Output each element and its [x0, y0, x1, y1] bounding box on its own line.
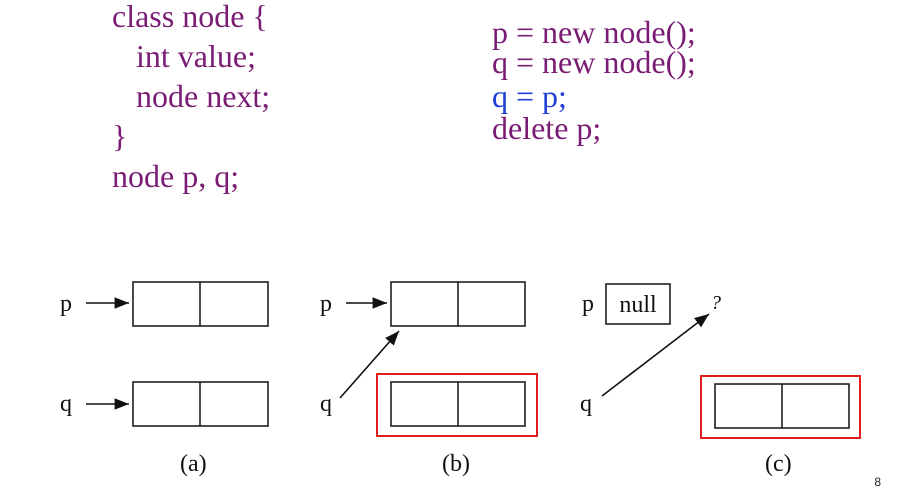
null-text: null: [619, 292, 657, 318]
panel-a: p q (a): [60, 281, 269, 477]
pointer-label-p: p: [582, 291, 594, 317]
pointer-arrow-q-to-p: [339, 330, 400, 399]
code-line: q = new node();: [492, 44, 696, 80]
pointer-label-p: p: [60, 291, 72, 317]
class-definition-code: class node { int value; node next; } nod…: [112, 0, 270, 192]
code-line: class node {: [112, 0, 268, 34]
code-line: node next;: [112, 78, 271, 114]
code-line: delete p;: [492, 110, 602, 146]
slide-number: 8: [874, 475, 881, 489]
code-line: int value;: [112, 38, 256, 74]
pointer-label-p: p: [320, 291, 332, 317]
code-line: p = new node();: [492, 14, 696, 50]
caption-c: (c): [765, 451, 792, 477]
code-line: node p, q;: [112, 158, 240, 194]
dangling-question-mark: ?: [711, 292, 721, 314]
caption-a: (a): [180, 451, 207, 477]
orphaned-node-highlight: [700, 375, 861, 439]
pointer-label-q: q: [580, 391, 592, 417]
caption-b: (b): [442, 451, 470, 477]
panel-b: p q (b): [320, 281, 538, 477]
code-line: }: [112, 118, 128, 154]
code-line-highlighted: q = p;: [492, 78, 567, 114]
statement-code: p = new node(); q = new node(); q = p; d…: [492, 16, 696, 176]
dangling-pointer-arrow: [601, 313, 710, 397]
orphaned-node-highlight: [376, 373, 538, 437]
pointer-label-q: q: [320, 391, 332, 417]
null-box: [605, 283, 671, 325]
panel-c: p null ? q (c): [580, 283, 861, 477]
pointer-label-q: q: [60, 391, 72, 417]
